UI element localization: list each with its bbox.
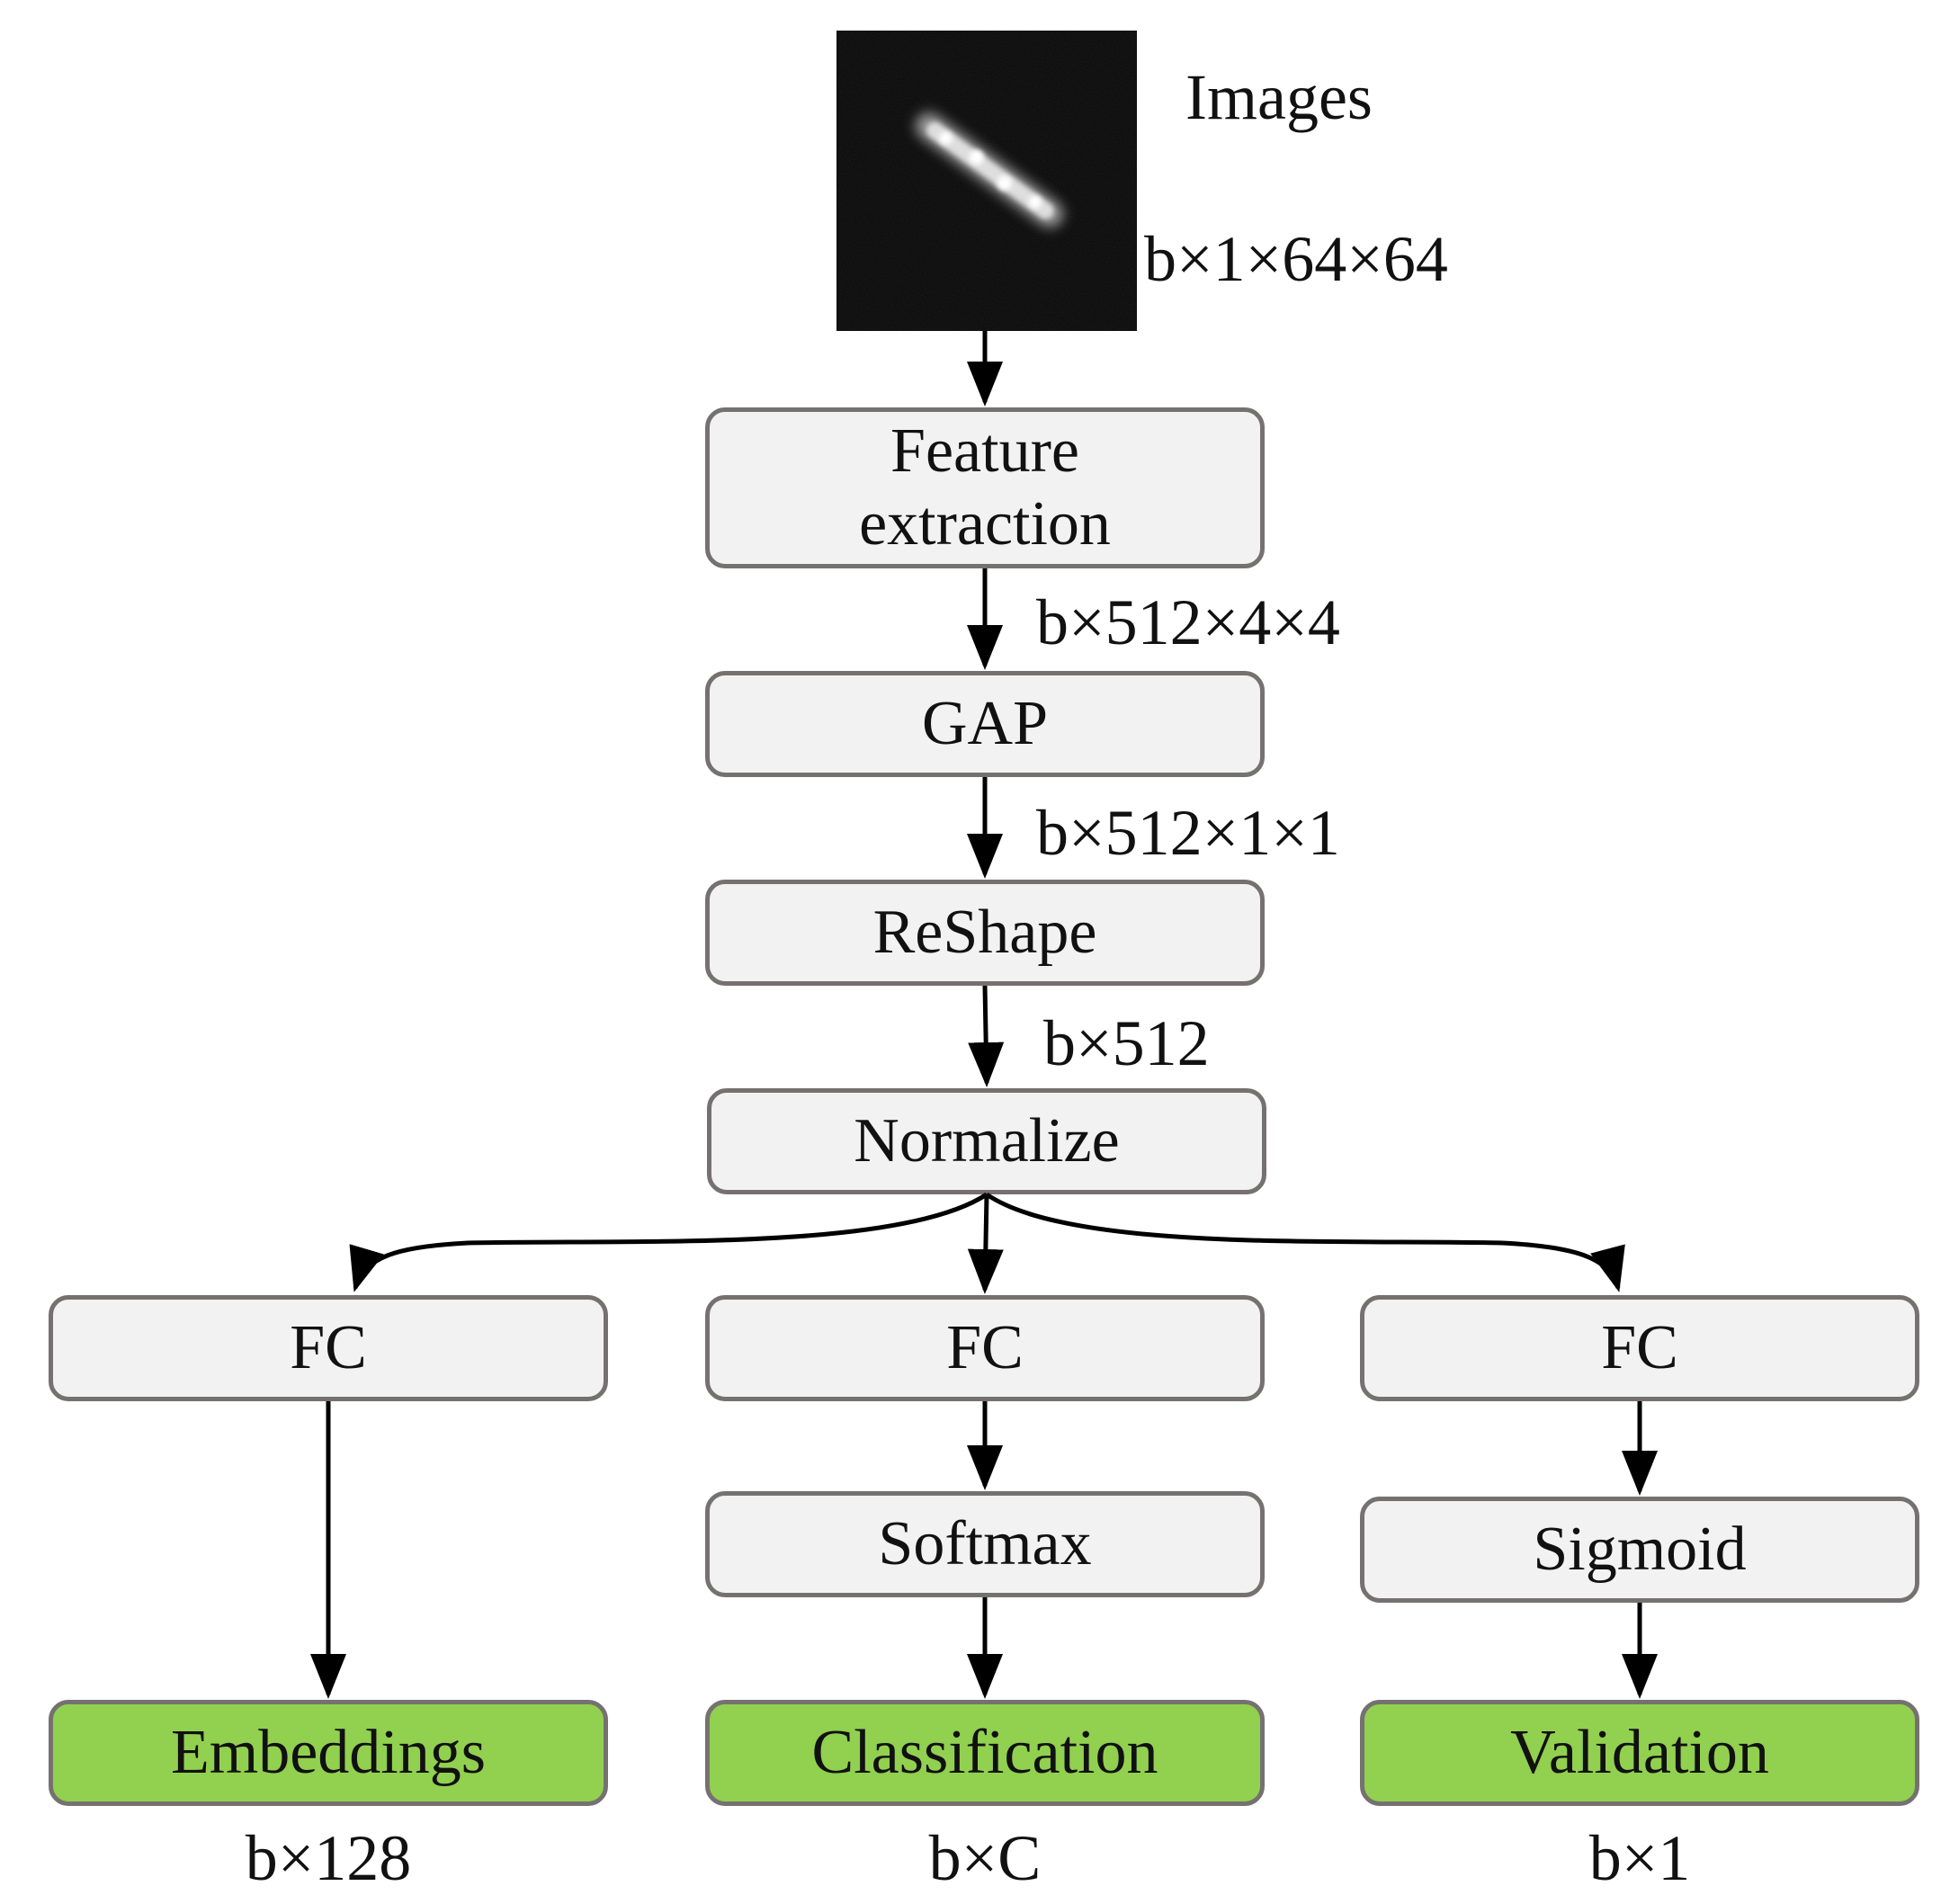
arrow-normalize-to-fc-right	[985, 1192, 1625, 1292]
fc-label-classification: FC	[946, 1312, 1024, 1382]
sigmoid-box: Sigmoid	[1360, 1497, 1919, 1603]
normalize-box: Normalize	[707, 1088, 1266, 1194]
classification-output-box: Classification	[705, 1700, 1265, 1806]
softmax-box: Softmax	[705, 1491, 1265, 1597]
gap-label: GAP	[921, 688, 1049, 758]
fc-box-embeddings: FC	[49, 1295, 608, 1401]
normalize-label: Normalize	[854, 1105, 1120, 1175]
validation-output-box: Validation	[1360, 1700, 1919, 1806]
validation-shape-label: b×1	[1588, 1822, 1691, 1894]
embeddings-shape-label: b×128	[245, 1822, 412, 1894]
fc-box-classification: FC	[705, 1295, 1265, 1401]
images-label: Images	[1185, 61, 1373, 133]
input-image-graphic	[836, 31, 1137, 331]
reshape-shape-label: b×512	[1043, 1007, 1210, 1079]
feature-shape-label: b×512×4×4	[1036, 586, 1340, 658]
feature-extraction-box: Feature extraction	[705, 407, 1265, 568]
arrow-reshape-to-normalize	[968, 985, 1005, 1087]
fc-box-validation: FC	[1360, 1295, 1919, 1401]
classification-label: Classification	[811, 1717, 1158, 1787]
classification-shape-label: b×C	[928, 1822, 1042, 1894]
reshape-label: ReShape	[872, 897, 1097, 967]
feature-extraction-label: Feature extraction	[859, 416, 1111, 559]
reshape-box: ReShape	[705, 880, 1265, 986]
gap-shape-label: b×512×1×1	[1036, 797, 1340, 869]
fc-label-validation: FC	[1601, 1312, 1678, 1382]
input-shape-label: b×1×64×64	[1144, 223, 1448, 295]
embeddings-label: Embeddings	[171, 1717, 486, 1787]
gap-box: GAP	[705, 671, 1265, 777]
fc-label-embeddings: FC	[290, 1312, 367, 1382]
arrow-normalize-to-fc-center	[967, 1193, 1004, 1294]
validation-label: Validation	[1510, 1717, 1769, 1787]
arrow-normalize-to-fc-left	[349, 1192, 988, 1292]
embeddings-output-box: Embeddings	[49, 1700, 608, 1806]
sigmoid-label: Sigmoid	[1533, 1514, 1747, 1584]
softmax-label: Softmax	[878, 1508, 1092, 1578]
input-image-thumbnail	[836, 31, 1137, 331]
